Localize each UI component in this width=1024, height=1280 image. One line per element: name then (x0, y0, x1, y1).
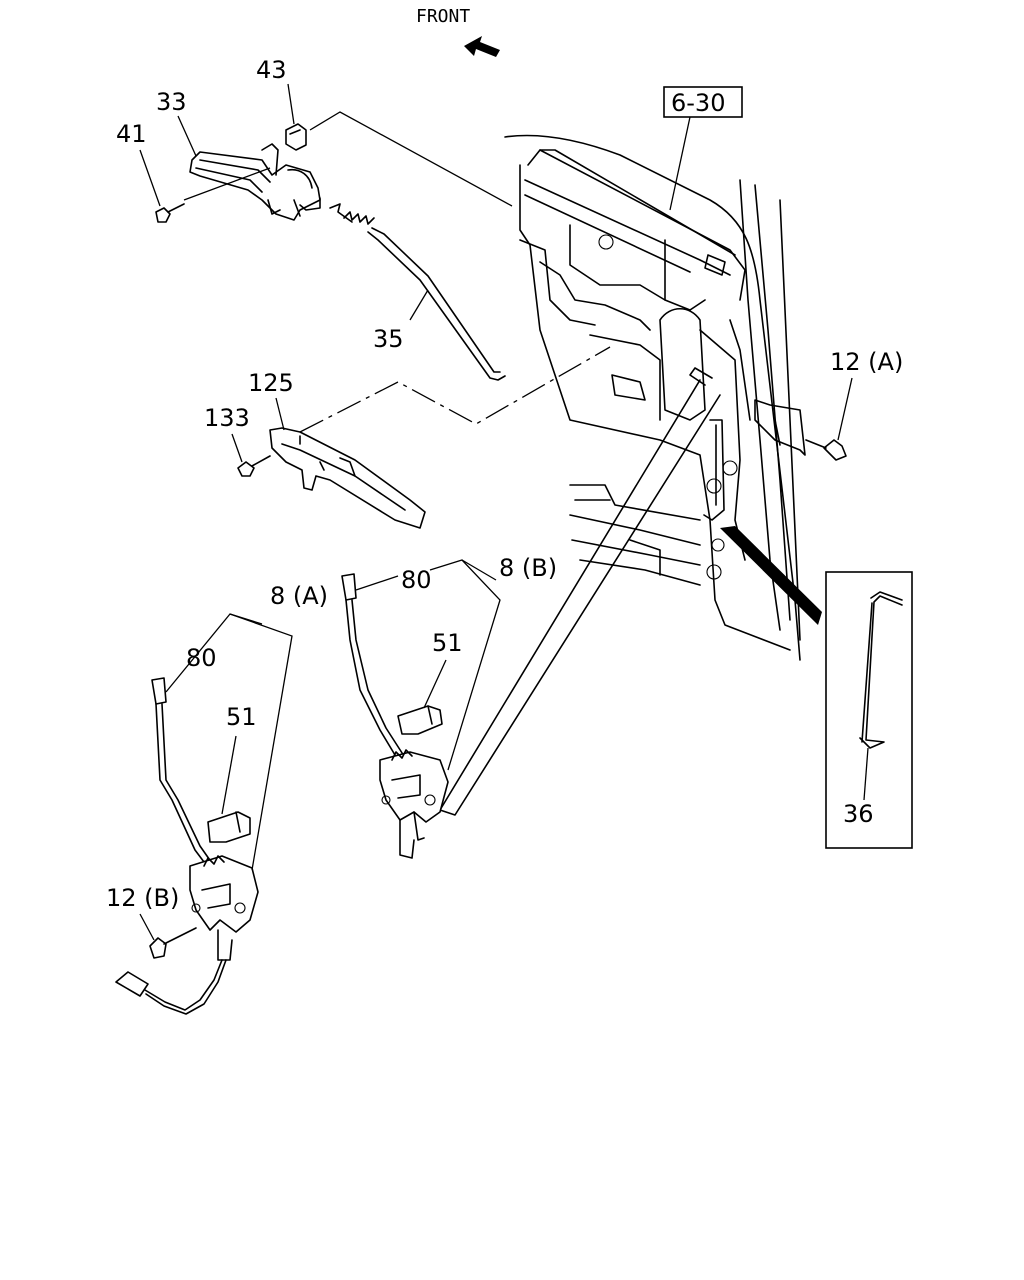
rod-36 (859, 595, 903, 749)
screw-12b (149, 927, 197, 959)
reference-code: 6-30 (671, 89, 725, 117)
callout-125: 125 (248, 369, 294, 397)
latch-assembly-a (115, 677, 259, 1015)
callout-51-b: 51 (432, 629, 463, 657)
latch-assembly-b (341, 573, 449, 859)
callout-51-a: 51 (226, 703, 257, 731)
callout-33: 33 (156, 88, 187, 116)
clip-43 (285, 123, 307, 151)
screw-41 (155, 203, 185, 223)
latch-rod (439, 367, 721, 816)
screw-133 (237, 455, 271, 477)
callout-8a: 8 (A) (270, 582, 328, 610)
callout-80-b: 80 (401, 566, 432, 594)
detail-pointer (720, 526, 822, 625)
reference-box (663, 86, 743, 118)
inside-handle-33 (189, 143, 321, 221)
rod-35 (329, 203, 506, 381)
front-label: FRONT (416, 6, 470, 27)
callout-36: 36 (843, 800, 874, 828)
screw-12a (805, 439, 847, 461)
callout-41: 41 (116, 120, 147, 148)
callout-43: 43 (256, 56, 287, 84)
front-arrow-icon (464, 36, 500, 57)
callout-12a: 12 (A) (830, 348, 903, 376)
bracket-125 (269, 427, 426, 529)
callout-8b: 8 (B) (499, 554, 557, 582)
callout-12b: 12 (B) (106, 884, 179, 912)
callout-133: 133 (204, 404, 250, 432)
door-panel (504, 134, 806, 661)
detail-box (825, 571, 913, 849)
callout-80-a: 80 (186, 644, 217, 672)
callout-35: 35 (373, 325, 404, 353)
